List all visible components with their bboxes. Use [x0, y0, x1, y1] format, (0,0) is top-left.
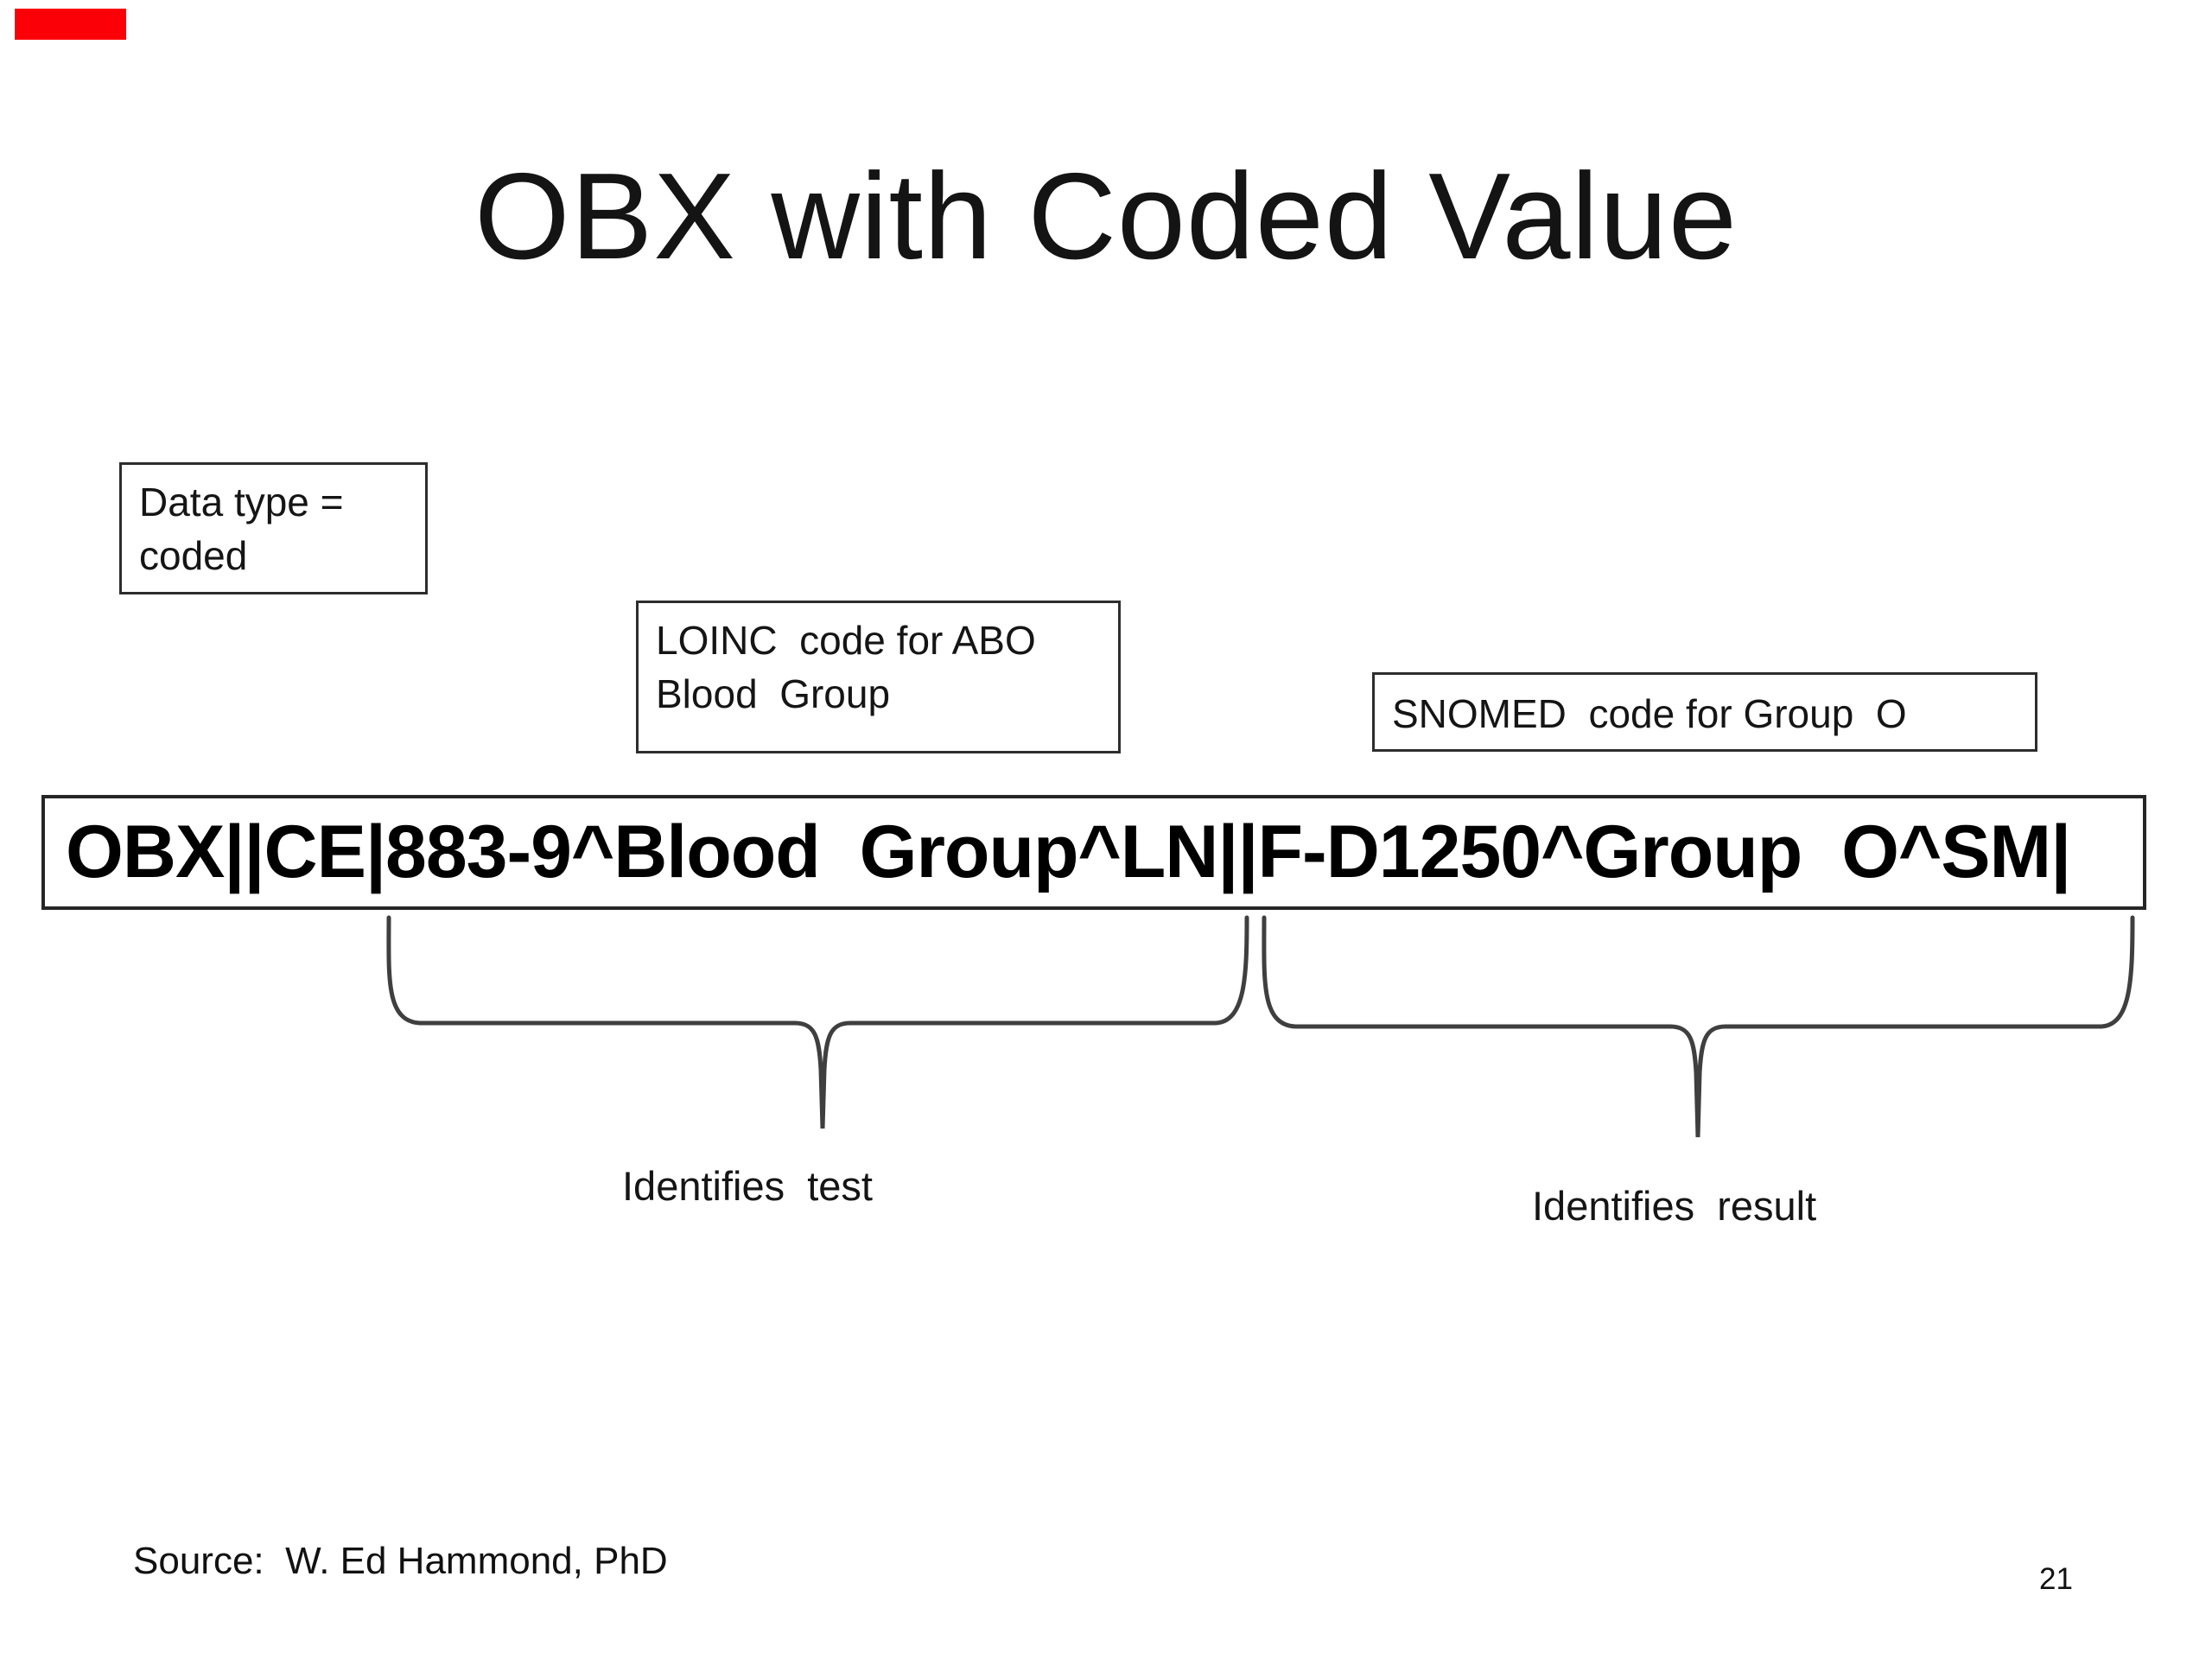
red-annotation-marker: [15, 9, 126, 40]
page-number: 21: [2039, 1562, 2073, 1596]
callout-loinc-code: LOINC code for ABO Blood Group: [636, 601, 1121, 753]
label-identifies-test: Identifies test: [622, 1163, 873, 1209]
callout-snomed-code: SNOMED code for Group O: [1372, 672, 2037, 752]
hl7-obx-message-text: OBX||CE|883-9^Blood Group^LN||F-D1250^Gr…: [66, 810, 2071, 893]
brace-identifies-result: [1262, 915, 2135, 1138]
brace-identifies-test: [386, 915, 1249, 1129]
callout-data-type: Data type = coded: [119, 462, 428, 594]
source-credit: Source: W. Ed Hammond, PhD: [133, 1540, 668, 1582]
hl7-obx-message-box: OBX||CE|883-9^Blood Group^LN||F-D1250^Gr…: [41, 795, 2146, 910]
label-identifies-result: Identifies result: [1532, 1183, 1817, 1229]
slide-title: OBX with Coded Value: [474, 148, 1738, 285]
